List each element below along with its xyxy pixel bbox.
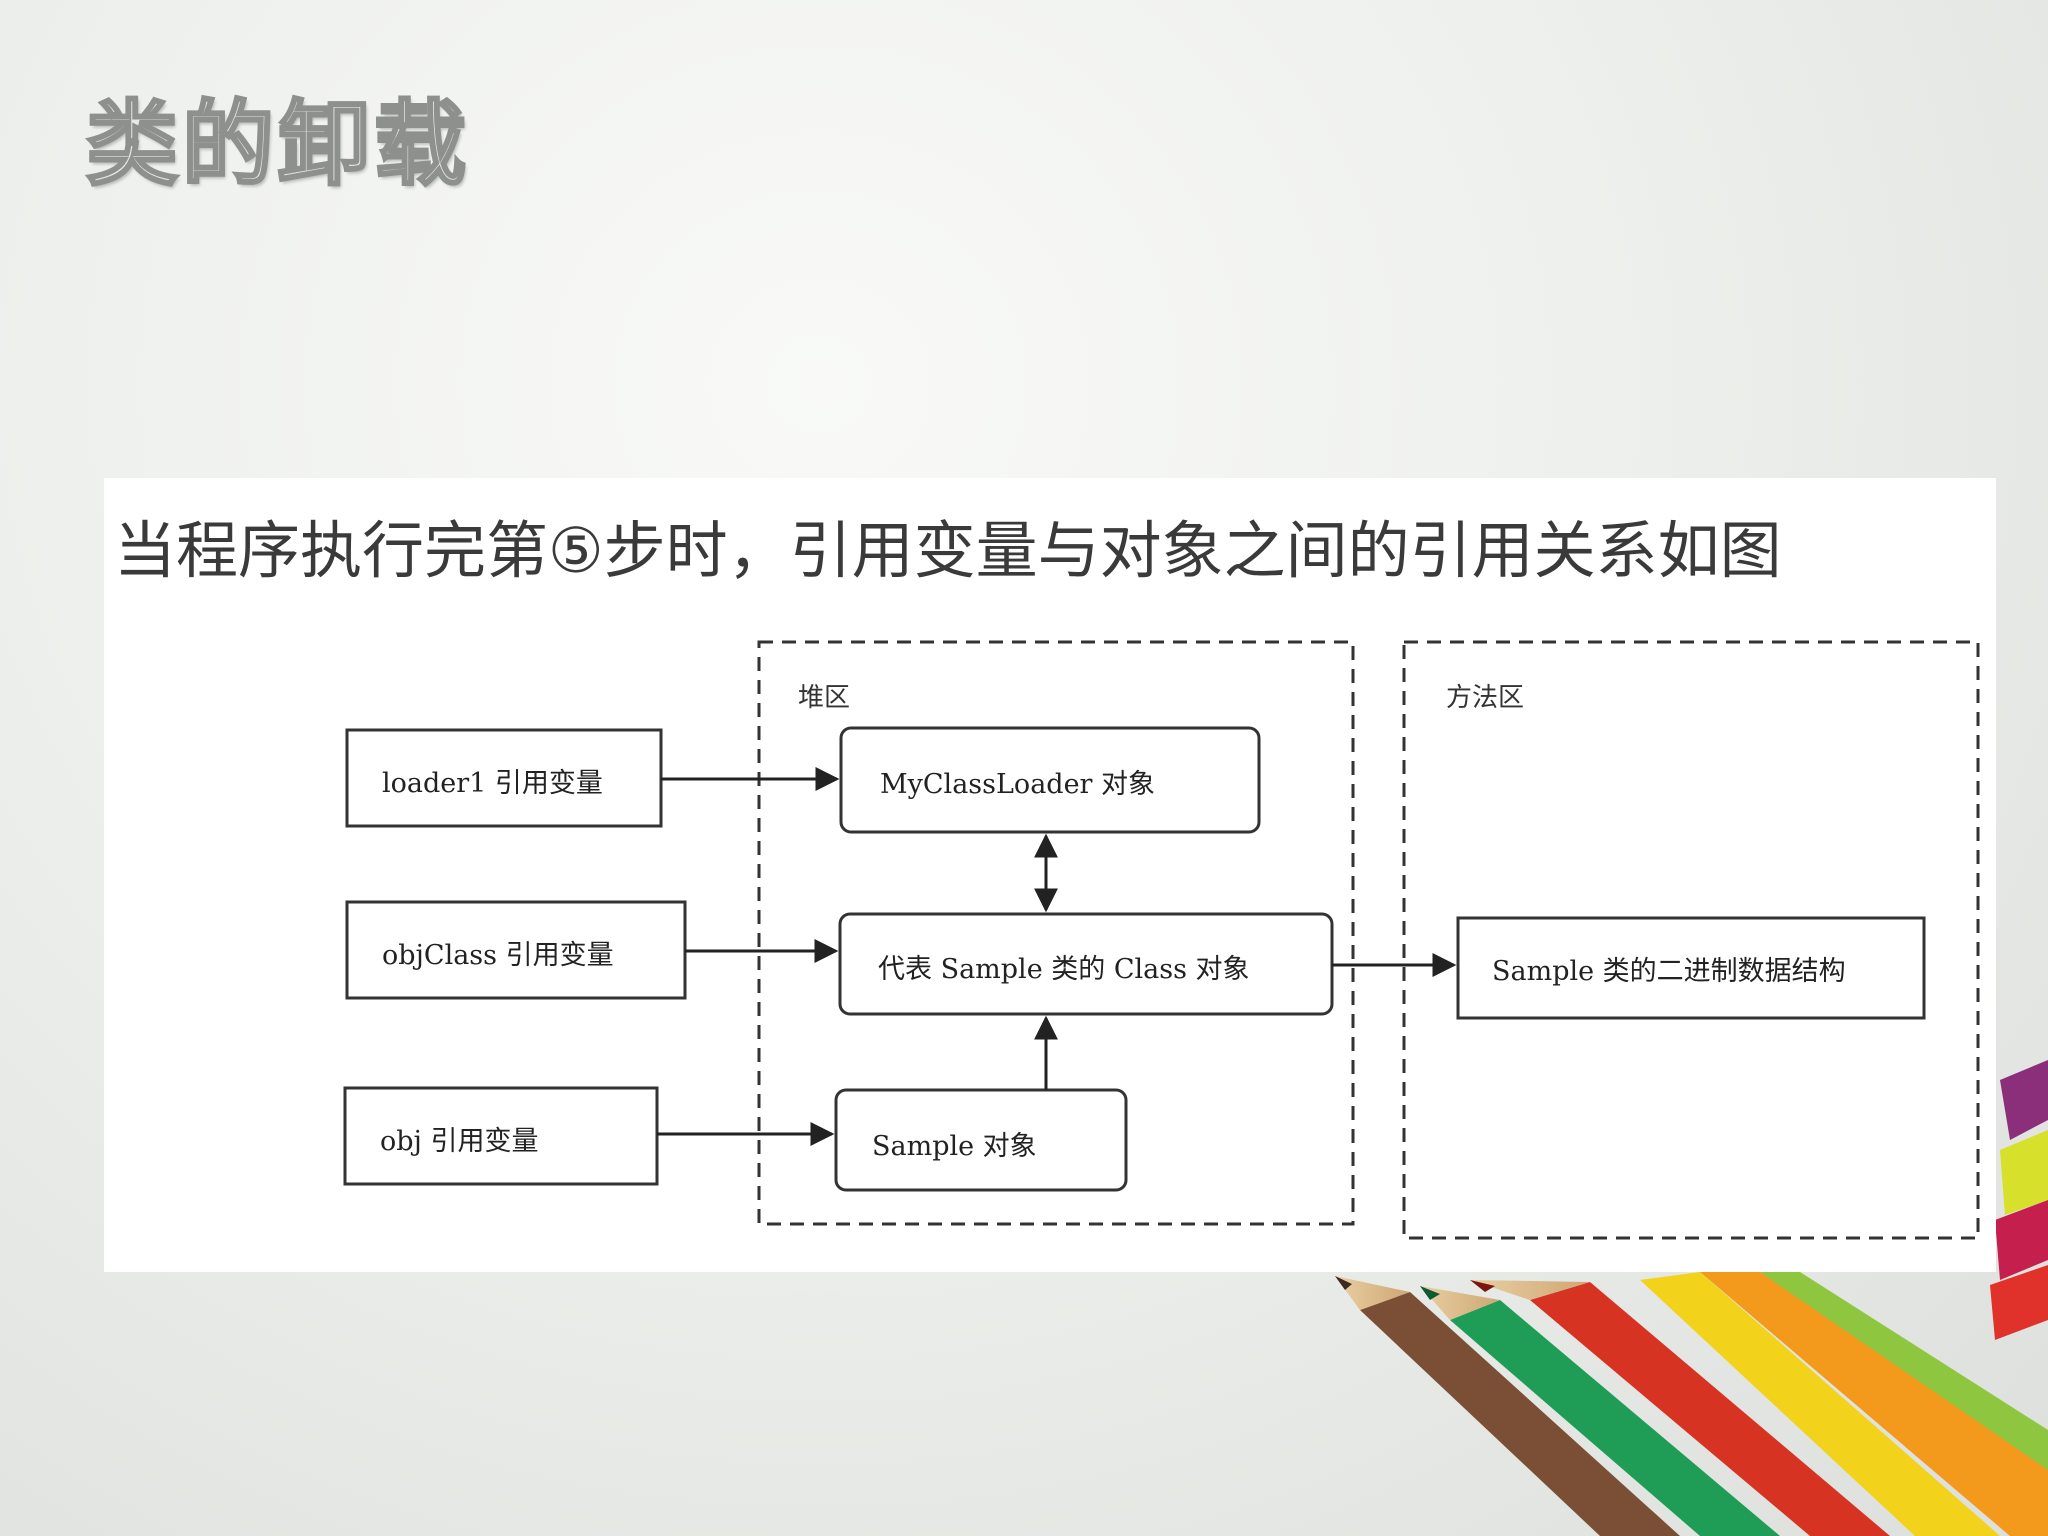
pencil-tip-red [1470, 1280, 1590, 1300]
obj-ref-label: obj 引用变量 [380, 1126, 539, 1157]
pencil-lead-brown [1335, 1276, 1352, 1290]
pencil-tip-green [1420, 1286, 1500, 1320]
loader1-ref-label: loader1 引用变量 [382, 768, 603, 799]
pencil-lime [2000, 1130, 2048, 1215]
pencil-purple [2000, 1060, 2048, 1140]
objclass-ref-label: objClass 引用变量 [382, 940, 614, 971]
pencil-red-right [1990, 1265, 2048, 1340]
pencil-tip-brown [1335, 1276, 1410, 1310]
diagram-panel: 当程序执行完第⑤步时，引用变量与对象之间的引用关系如图 堆区 方法区 loade… [104, 478, 1996, 1272]
obj-ref-box [343, 1086, 659, 1186]
pencil-yellow [1640, 1272, 2000, 1536]
sample-obj-box [834, 1088, 1128, 1192]
pencil-green-light [1760, 1272, 2048, 1480]
diagram-caption: 当程序执行完第⑤步时，引用变量与对象之间的引用关系如图 [114, 514, 1782, 587]
myclassloader-obj-box [839, 726, 1261, 834]
heap-region-label: 堆区 [798, 683, 850, 713]
pencil-red [1530, 1282, 1890, 1536]
pencil-brown [1360, 1292, 1680, 1536]
reference-diagram: 堆区 方法区 loader1 引用变量 objClass 引用变量 obj 引用… [343, 640, 1980, 1240]
method-area-region [1402, 640, 1980, 1240]
sample-obj-label: Sample 对象 [872, 1131, 1037, 1162]
pencil-green [1450, 1300, 1780, 1536]
objclass-ref-box [345, 900, 687, 1000]
pencil-lead-red [1470, 1280, 1495, 1292]
sample-class-obj-label: 代表 Sample 类的 Class 对象 [878, 954, 1250, 985]
loader1-ref-box [345, 728, 663, 828]
sample-binary-label: Sample 类的二进制数据结构 [1492, 956, 1846, 987]
method-area-region-label: 方法区 [1446, 683, 1524, 713]
pencil-orange [1700, 1272, 2048, 1536]
heap-region [757, 640, 1355, 1226]
sample-binary-box [1456, 916, 1926, 1020]
pencil-magenta [1995, 1200, 2048, 1280]
slide-title: 类的卸载 [84, 90, 471, 200]
myclassloader-obj-label: MyClassLoader 对象 [880, 769, 1155, 800]
pencil-lead-green [1420, 1286, 1440, 1300]
